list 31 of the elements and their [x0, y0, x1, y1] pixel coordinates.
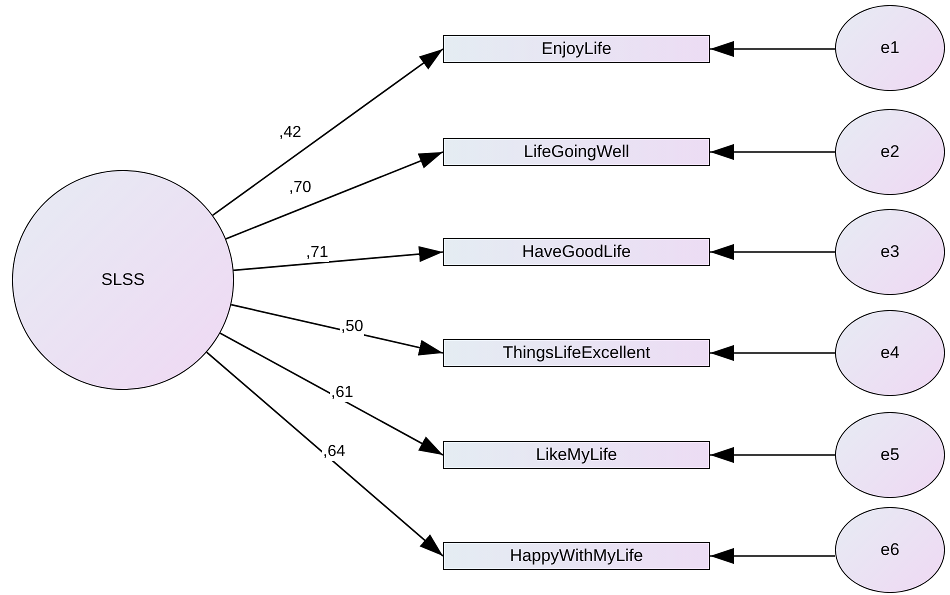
arrow — [710, 244, 835, 260]
arrow — [231, 304, 444, 356]
arrow — [710, 41, 835, 57]
error-term-circle: e2 — [835, 109, 945, 195]
edge-label: ,42 — [278, 124, 302, 142]
arrow — [710, 345, 835, 361]
observed-variable-box: HappyWithMyLife — [443, 542, 710, 570]
error-term-circle: e6 — [835, 507, 945, 593]
error-term-circle: e3 — [835, 209, 945, 295]
observed-variable-box: LikeMyLife — [443, 441, 710, 469]
observed-variable-box: LifeGoingWell — [443, 138, 710, 166]
error-term-circle: e1 — [835, 5, 945, 91]
observed-variable-box: EnjoyLife — [443, 35, 710, 63]
arrow — [710, 144, 835, 160]
observed-variable-box: ThingsLifeExcellent — [443, 339, 710, 367]
edge-label: ,71 — [305, 244, 330, 262]
error-term-circle: e4 — [835, 310, 945, 396]
edge-label: ,50 — [340, 318, 364, 336]
arrow — [206, 352, 444, 557]
edge-label: ,70 — [288, 179, 312, 197]
arrow — [212, 48, 444, 216]
edge-label: ,61 — [330, 384, 354, 402]
latent-variable-circle: SLSS — [12, 170, 234, 390]
arrow — [710, 548, 836, 564]
observed-variable-box: HaveGoodLife — [443, 238, 710, 266]
arrow — [710, 447, 835, 463]
edge-label: ,64 — [322, 443, 346, 461]
error-term-circle: e5 — [835, 412, 945, 498]
arrow — [226, 151, 444, 240]
arrow — [220, 332, 444, 456]
arrow — [234, 246, 444, 272]
